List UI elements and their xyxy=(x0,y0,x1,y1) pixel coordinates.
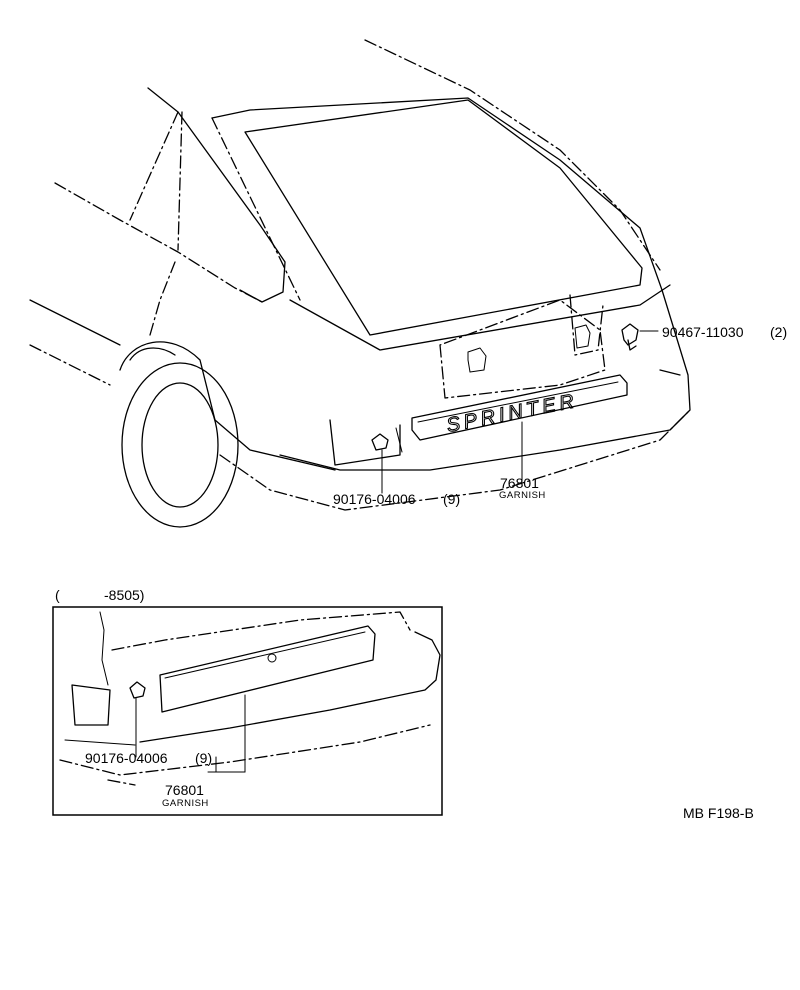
clip-part-number-lower: 90176-04006 xyxy=(333,491,416,507)
inset-frame xyxy=(52,606,443,816)
inset-car-view xyxy=(59,611,441,786)
main-leaders xyxy=(381,330,659,494)
inset-leaders xyxy=(135,694,246,773)
inset-clip-qty: (9) xyxy=(195,750,212,766)
garnish-part-name: GARNISH xyxy=(499,490,546,501)
inset-range-value: -8505) xyxy=(104,587,144,603)
garnish-part-number: 76801 xyxy=(500,475,539,491)
clip-qty-lower: (9) xyxy=(443,491,460,507)
inset-range-open: ( xyxy=(55,587,60,603)
main-car-view: SPRINTER xyxy=(29,39,691,528)
inset-garnish-part-name: GARNISH xyxy=(162,798,209,809)
figure-code: MB F198-B xyxy=(683,805,754,821)
inset-clip-part-number: 90176-04006 xyxy=(85,750,168,766)
inset-garnish-part-number: 76801 xyxy=(165,782,204,798)
clip-qty-upper: (2) xyxy=(770,324,787,340)
clip-part-number-upper: 90467-11030 xyxy=(662,324,744,340)
